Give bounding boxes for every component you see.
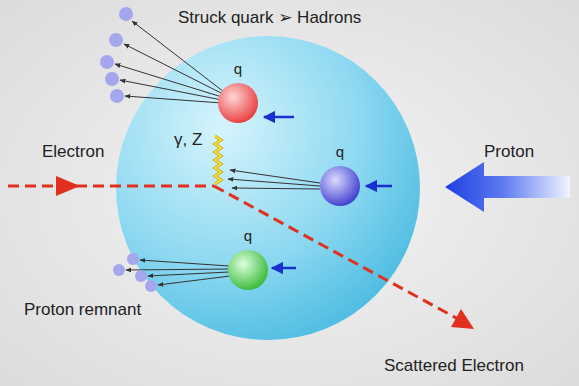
proton-arrow	[445, 162, 570, 212]
quark-ball	[214, 81, 262, 125]
annotation-label: Proton remnant	[24, 300, 141, 320]
proton-sphere	[116, 36, 420, 340]
annotation-label: Electron	[42, 142, 104, 162]
annotation-label: γ, Z	[174, 130, 202, 150]
hadron-dots	[100, 7, 133, 103]
quark-sphere: q	[224, 227, 272, 292]
remnant-tracks	[126, 260, 230, 285]
quark-ball	[316, 164, 364, 208]
quark-sphere: q	[316, 143, 364, 208]
quark-label: q	[224, 227, 272, 245]
annotation-label: Struck quark ➢ Hadrons	[178, 8, 361, 28]
boson-line	[215, 136, 221, 184]
quark-sphere: q	[214, 60, 262, 125]
annotation-label: Proton	[484, 142, 534, 162]
quark-ball	[224, 248, 272, 292]
quark-momentum-arrows	[264, 117, 392, 268]
remnant-dots	[113, 253, 157, 292]
quark-label: q	[316, 143, 364, 161]
quark-label: q	[214, 60, 262, 78]
boson-line-core	[215, 136, 221, 184]
electron-track	[8, 176, 474, 329]
spectator-tracks	[228, 170, 320, 189]
annotation-label: Scattered Electron	[384, 356, 524, 376]
hadron-tracks	[115, 21, 224, 103]
